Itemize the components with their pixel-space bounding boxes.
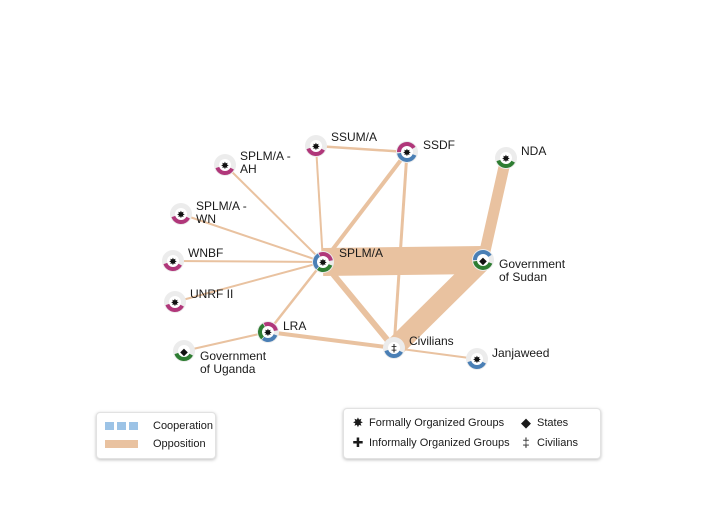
node-label: SPLM/A bbox=[339, 246, 383, 260]
node-label: WNBF bbox=[188, 246, 223, 260]
edge-splm-civ[interactable] bbox=[320, 260, 397, 350]
node-label: SSDF bbox=[423, 138, 455, 152]
legend-informal: ✚ Informally Organized Groups bbox=[351, 436, 510, 450]
edges-layer bbox=[172, 144, 512, 360]
formal-group-icon: ✸ bbox=[312, 142, 320, 153]
cooperation-swatch bbox=[105, 422, 138, 430]
node-label: SSUM/A bbox=[331, 130, 377, 144]
node-splm[interactable]: ✸ SPLM/A bbox=[312, 246, 383, 273]
edge-ssdf-civ[interactable] bbox=[392, 151, 409, 349]
node-splm_ah[interactable]: ✸ SPLM/A -AH bbox=[214, 149, 291, 176]
legend-opposition-label: Opposition bbox=[153, 438, 206, 450]
edge-civ-janj[interactable] bbox=[393, 347, 478, 360]
legend-cooperation-label: Cooperation bbox=[153, 420, 213, 432]
node-unrf[interactable]: ✸ UNRF II bbox=[164, 287, 233, 313]
informal-group-icon: ✚ bbox=[352, 435, 364, 450]
edge-gos-civ[interactable] bbox=[386, 252, 491, 356]
legend-opposition: Opposition bbox=[105, 438, 206, 450]
legend-state: ◆ States bbox=[519, 416, 568, 430]
actor-type-legend: ✸ Formally Organized Groups ✚ Informally… bbox=[343, 408, 601, 459]
formal-group-icon: ✸ bbox=[319, 258, 327, 269]
node-label: UNRF II bbox=[190, 287, 233, 301]
node-label: Civilians bbox=[409, 334, 454, 348]
formal-group-icon: ✸ bbox=[264, 328, 272, 339]
node-label: NDA bbox=[521, 144, 546, 158]
formal-group-icon: ✸ bbox=[352, 415, 364, 430]
node-label: SPLM/A -AH bbox=[240, 149, 291, 176]
legend-formal: ✸ Formally Organized Groups bbox=[351, 415, 505, 430]
formal-group-icon: ✸ bbox=[169, 257, 177, 268]
edge-splm-lra[interactable] bbox=[267, 261, 324, 333]
edge-splm-ssdf[interactable] bbox=[321, 150, 409, 264]
civilian-icon: ‡ bbox=[522, 435, 530, 450]
formal-group-icon: ✸ bbox=[171, 298, 179, 309]
node-label: SPLM/A -WN bbox=[196, 199, 247, 226]
node-ssdf[interactable]: ✸ SSDF bbox=[396, 138, 455, 163]
edge-ssuma-ssdf[interactable] bbox=[315, 144, 408, 154]
legend-informal-label: Informally Organized Groups bbox=[369, 437, 510, 449]
formal-group-icon: ✸ bbox=[473, 355, 481, 366]
node-ssuma[interactable]: ✸ SSUM/A bbox=[305, 130, 377, 157]
node-splm_wn[interactable]: ✸ SPLM/A -WN bbox=[170, 199, 247, 226]
state-icon: ◆ bbox=[180, 347, 188, 358]
legend-cooperation: Cooperation bbox=[105, 420, 213, 432]
node-nda[interactable]: ✸ NDA bbox=[495, 144, 546, 169]
state-icon: ◆ bbox=[521, 415, 531, 430]
formal-group-icon: ✸ bbox=[502, 154, 510, 165]
formal-group-icon: ✸ bbox=[403, 148, 411, 159]
node-wnbf[interactable]: ✸ WNBF bbox=[162, 246, 223, 272]
edge-lra-civ[interactable] bbox=[267, 330, 395, 350]
edge-gou-lra[interactable] bbox=[183, 331, 269, 352]
edge-splm-gos[interactable] bbox=[322, 246, 484, 276]
node-civ[interactable]: ‡ Civilians bbox=[383, 334, 454, 359]
edge-unrf-splm[interactable] bbox=[174, 261, 324, 303]
node-label: LRA bbox=[283, 319, 306, 333]
edge-wnbf-splm[interactable] bbox=[172, 260, 324, 263]
edge-nda-gos[interactable] bbox=[477, 156, 512, 262]
legend-civilian-label: Civilians bbox=[537, 437, 578, 449]
edge-splm_ah-splm[interactable] bbox=[224, 164, 324, 263]
state-icon: ◆ bbox=[479, 256, 487, 267]
edge-splm_wn-splm[interactable] bbox=[180, 213, 324, 263]
legend-formal-label: Formally Organized Groups bbox=[369, 417, 505, 429]
civilian-icon: ‡ bbox=[391, 342, 397, 355]
legend-civilian: ‡ Civilians bbox=[519, 436, 578, 450]
edge-legend: Cooperation Opposition bbox=[96, 412, 216, 459]
edge-ssuma-splm[interactable] bbox=[315, 145, 324, 263]
node-janj[interactable]: ✸ Janjaweed bbox=[466, 346, 549, 370]
opposition-swatch bbox=[105, 440, 138, 448]
node-label: Janjaweed bbox=[492, 346, 549, 360]
node-lra[interactable]: ✸ LRA bbox=[257, 319, 306, 343]
legend-state-label: States bbox=[537, 417, 569, 429]
nodes-layer: ✸ SPLM/A ✸ SSUM/A ✸ SSDF ✸ SPLM/A -AH ✸ SPLM/A -W… bbox=[162, 130, 566, 376]
formal-group-icon: ✸ bbox=[221, 161, 229, 172]
formal-group-icon: ✸ bbox=[177, 210, 185, 221]
